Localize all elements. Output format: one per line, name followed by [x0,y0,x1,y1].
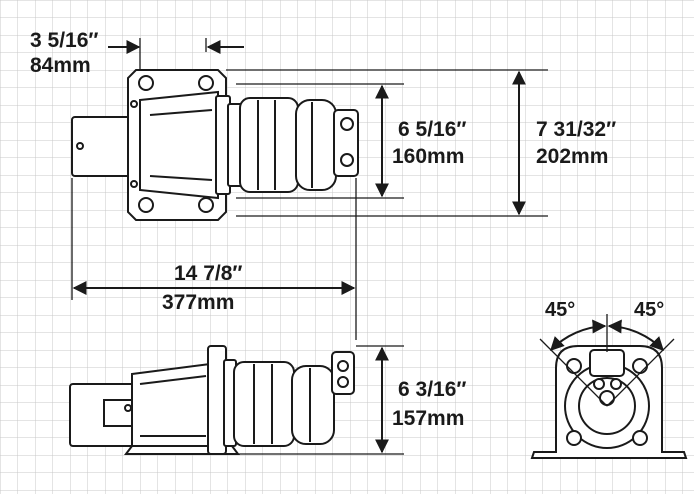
top-drum-bolt [76,142,84,150]
label-top-height-metric: 160mm [392,145,464,168]
mount-bolt-2 [198,75,214,91]
label-length-frac: 14 7/8″ [174,262,242,285]
label-side-height-metric: 157mm [392,407,464,430]
mount-bolt-6 [130,180,138,188]
end-bolt-2 [632,358,648,374]
mount-bolt-5 [130,100,138,108]
top-gear-housing [139,90,219,200]
label-mount-offset-frac: 3 5/16″ [30,29,98,52]
winch-side-view [69,345,355,455]
top-dimension-arrows [72,40,526,295]
terminal-post-1 [340,117,354,131]
end-bolt-3 [566,430,582,446]
end-bolt-4 [632,430,648,446]
label-length-metric: 377mm [162,291,234,314]
angle-arcs [550,319,664,352]
arc-angle-right [607,319,664,352]
label-overall-height-metric: 202mm [536,145,608,168]
winch-top-view [71,69,359,221]
mount-bolt-4 [198,197,214,213]
end-terminal-top [589,349,625,377]
side-motor [233,361,295,447]
label-mount-offset-metric: 84mm [30,54,91,77]
label-top-height-frac: 6 5/16″ [398,118,466,141]
mount-bolt-3 [138,197,154,213]
side-motor-end [291,365,335,445]
side-extension-lines [238,345,404,455]
top-motor-end [295,99,337,191]
top-motor [239,97,299,193]
label-angle-right: 45° [634,299,664,321]
label-overall-height-frac: 7 31/32″ [536,118,616,141]
terminal-post-2 [340,153,354,167]
top-extension-lines [71,38,548,340]
arc-angle-left [550,319,607,352]
end-center-bolt [599,390,615,406]
end-bolt-1 [566,358,582,374]
mount-bolt-1 [138,75,154,91]
label-angle-left: 45° [545,299,575,321]
label-side-height-frac: 6 3/16″ [398,378,466,401]
